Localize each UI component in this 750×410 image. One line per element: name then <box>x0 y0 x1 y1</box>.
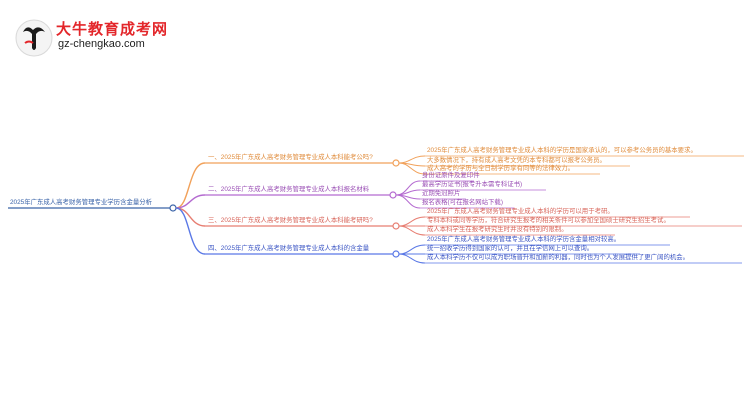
branch-2-label[interactable]: 二、2025年广东成人高考财务管理专业成人本科报名材料 <box>208 186 370 193</box>
branch-1-leaf-1: 2025年广东成人高考财务管理专业成人本科的学历是国家承认的，可以参考公务员的基… <box>427 147 697 154</box>
branch-2-leaf-4: 报名表格(可在报名网站下载) <box>422 199 503 206</box>
root-node-dot <box>169 204 177 212</box>
connector-branch-4 <box>175 207 206 255</box>
branch-4-label[interactable]: 四、2025年广东成人高考财务管理专业成人本科的含金量 <box>208 245 370 252</box>
connector-branch-1 <box>175 162 206 209</box>
branch-3-label[interactable]: 三、2025年广东成人高考财务管理专业成人本科能考研吗? <box>208 217 373 224</box>
branch-4-leaf-2: 统一招收学历得到国家的认可，并且在学信网上可以查询。 <box>427 245 594 252</box>
branch-2-dot <box>389 191 397 199</box>
site-url: gz-chengkao.com <box>58 38 145 50</box>
branch-3-dot <box>392 222 400 230</box>
site-title: 大牛教育成考网 <box>56 20 169 38</box>
branch-1-leaf-3: 成人高考的学历与全日制学历享有同等的法律效力。 <box>427 165 574 172</box>
branch-3-leaf-3: 成人本科学生在报考研究生时并没有特别的限制。 <box>427 226 568 233</box>
bull-logo-icon <box>15 19 53 57</box>
branch-3-leaf-1: 2025年广东成人高考财务管理专业成人本科的学历可以用于考研。 <box>427 208 614 215</box>
branch-2-leaf-1: 身份证原件及复印件 <box>422 172 480 179</box>
branch-1-dot <box>392 159 400 167</box>
branch-4-leaf-3: 成人本科学历不仅可以成为职场晋升和加薪的利器，同时也为个人发展提供了更广阔的机会… <box>427 254 690 261</box>
branch-2-leaf-2: 最高学历证书(报专升本需专科证书) <box>422 181 523 188</box>
branch-4-dot <box>392 250 400 258</box>
mindmap-root[interactable]: 2025年广东成人高考财务管理专业学历含金量分析 <box>10 199 153 206</box>
site-logo[interactable]: 大牛教育成考网 gz-chengkao.com <box>14 14 254 62</box>
branch-1-leaf-2: 大多数情况下，持有成人高考文凭的本专科都可以报考公务员。 <box>427 157 606 164</box>
branch-4-leaf-1: 2025年广东成人高考财务管理专业成人本科的学历含金量相对较高。 <box>427 236 621 243</box>
branch-1-label[interactable]: 一、2025年广东成人高考财务管理专业成人本科能考公吗? <box>208 154 373 161</box>
branch-3-leaf-2: 专科本科或同等学历，符合研究生报考的相关条件可以参加全国硕士研究生招生考试。 <box>427 217 670 224</box>
branch-2-leaf-3: 近期免冠照片 <box>422 190 461 197</box>
